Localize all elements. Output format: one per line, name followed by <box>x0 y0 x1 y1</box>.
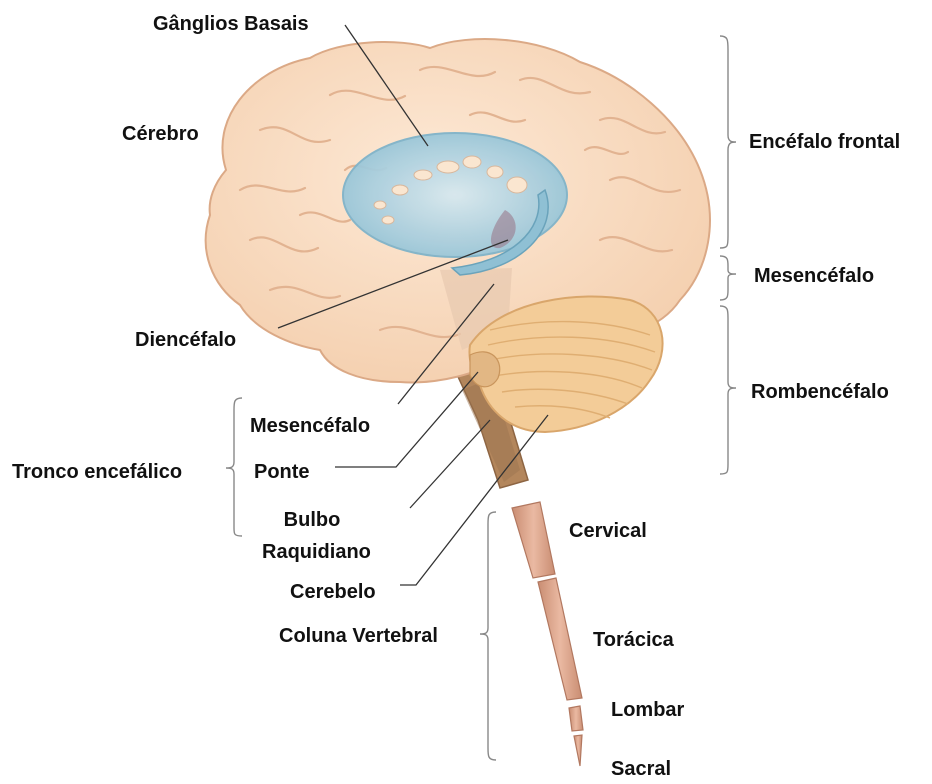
label-encefalo-frontal: Encéfalo frontal <box>749 130 900 154</box>
label-bulbo: Bulbo Raquidiano <box>262 508 362 564</box>
label-ponte: Ponte <box>254 460 310 484</box>
label-coluna-vertebral: Coluna Vertebral <box>279 624 438 648</box>
label-rombencefalo: Rombencéfalo <box>751 380 889 404</box>
label-mesencefalo-tronco: Mesencéfalo <box>250 414 370 438</box>
bracket-tronco-encefalico <box>226 398 242 536</box>
leader-line-cerebelo <box>400 415 548 585</box>
bracket-rombencefalo <box>720 306 736 474</box>
label-bulbo-line2: Raquidiano <box>262 540 362 564</box>
label-bulbo-line1: Bulbo <box>262 508 362 532</box>
label-diencefalo: Diencéfalo <box>135 328 236 352</box>
label-cerebelo: Cerebelo <box>290 580 376 604</box>
bracket-coluna-vertebral <box>480 512 496 760</box>
label-tronco-encefalico: Tronco encefálico <box>12 460 182 484</box>
label-cerebro: Cérebro <box>122 122 199 146</box>
leader-line-bulbo <box>410 420 490 508</box>
label-lombar: Lombar <box>611 698 684 722</box>
label-sacral: Sacral <box>611 757 671 781</box>
bracket-encefalo-frontal <box>720 36 736 248</box>
label-toracica: Torácica <box>593 628 674 652</box>
label-cervical: Cervical <box>569 519 647 543</box>
bracket-mesencefalo-div <box>720 256 736 300</box>
label-mesencefalo-div: Mesencéfalo <box>754 264 874 288</box>
label-ganglios-basais: Gânglios Basais <box>153 12 309 36</box>
